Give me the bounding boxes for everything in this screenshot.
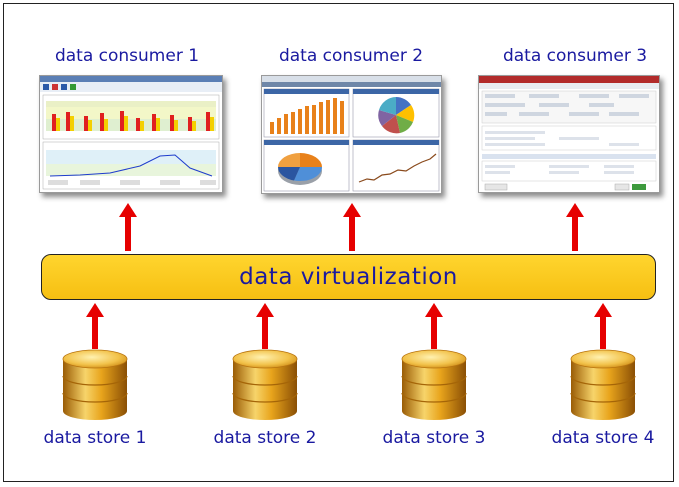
consumer-1-label: data consumer 1: [54, 46, 200, 66]
data-virtualization-layer: data virtualization: [41, 254, 656, 300]
store-3-label: data store 3: [382, 428, 486, 448]
store-2-label: data store 2: [213, 428, 317, 448]
consumer-3-form-graphic: [479, 76, 659, 191]
diagram-frame: [3, 3, 674, 482]
data-virtualization-label: data virtualization: [239, 264, 458, 290]
consumer-2-dashboard-graphic: [262, 76, 441, 192]
database-icon-4: [570, 349, 636, 420]
arrow-from-store-4: [594, 303, 612, 349]
database-icon-2: [232, 349, 298, 420]
database-icon-1: [62, 349, 128, 420]
arrow-from-store-3: [425, 303, 443, 349]
consumer-2-label: data consumer 2: [278, 46, 424, 66]
arrow-to-consumer-1: [119, 203, 137, 251]
consumer-1-screenshot: [39, 75, 223, 193]
store-4-label: data store 4: [551, 428, 655, 448]
arrow-to-consumer-2: [343, 203, 361, 251]
consumer-1-dashboard-graphic: [40, 76, 222, 190]
arrow-from-store-1: [86, 303, 104, 349]
consumer-3-screenshot: [478, 75, 660, 193]
arrow-from-store-2: [256, 303, 274, 349]
store-1-label: data store 1: [43, 428, 147, 448]
consumer-3-label: data consumer 3: [502, 46, 648, 66]
consumer-2-screenshot: [261, 75, 442, 194]
arrow-to-consumer-3: [566, 203, 584, 251]
database-icon-3: [401, 349, 467, 420]
